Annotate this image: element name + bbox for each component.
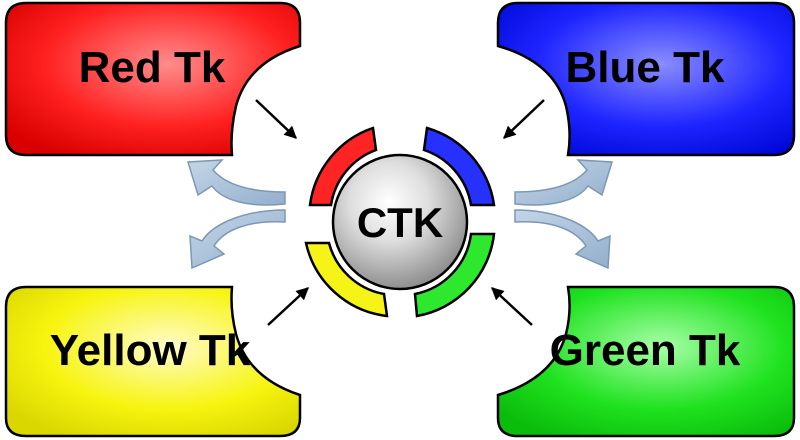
input-arrows bbox=[255, 99, 545, 326]
blue-tk-label: Blue Tk bbox=[566, 43, 725, 92]
ctk-node[interactable]: CTK bbox=[331, 153, 469, 291]
green-tk-label: Green Tk bbox=[550, 326, 741, 375]
flow-arrows bbox=[187, 159, 613, 270]
ctk-label: CTK bbox=[357, 199, 443, 246]
ring-segment-blue bbox=[422, 126, 496, 207]
green-tk-shape bbox=[496, 285, 796, 438]
flow-arrow-right-down-icon bbox=[514, 209, 611, 270]
red-tk-label: Red Tk bbox=[79, 43, 226, 92]
ring-segment-green bbox=[413, 232, 496, 318]
arrow-from-green-icon bbox=[491, 287, 533, 326]
yellow-tk-shape bbox=[4, 285, 302, 438]
red-tk-box[interactable]: Red Tk bbox=[4, 1, 302, 157]
yellow-tk-box[interactable]: Yellow Tk bbox=[4, 285, 302, 438]
green-tk-box[interactable]: Green Tk bbox=[496, 285, 796, 438]
arrow-from-yellow-icon bbox=[267, 287, 309, 326]
ring-segment-red bbox=[308, 126, 378, 207]
flow-arrow-left-up-icon bbox=[187, 159, 286, 206]
flow-arrow-left-down-icon bbox=[189, 209, 286, 270]
arrow-from-blue-icon bbox=[503, 99, 545, 139]
ctk-ring bbox=[304, 126, 496, 318]
blue-tk-shape bbox=[496, 1, 796, 157]
yellow-tk-label: Yellow Tk bbox=[50, 326, 251, 375]
arrow-from-red-icon bbox=[255, 99, 297, 139]
blue-tk-box[interactable]: Blue Tk bbox=[496, 1, 796, 157]
ring-segment-yellow bbox=[304, 241, 389, 318]
red-tk-shape bbox=[4, 1, 302, 157]
ctk-sphere bbox=[331, 153, 469, 291]
flow-arrow-right-up-icon bbox=[514, 159, 613, 206]
